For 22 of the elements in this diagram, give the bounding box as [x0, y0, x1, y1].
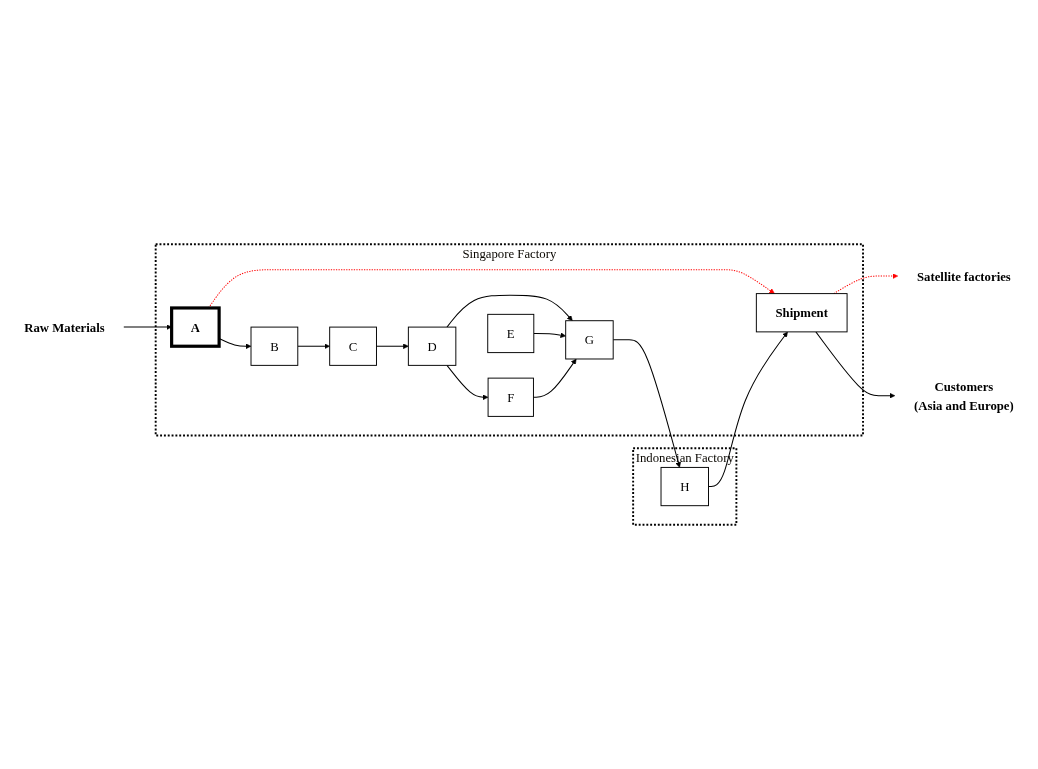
node-box: A	[170, 306, 221, 348]
arrow	[708, 331, 788, 488]
arrow	[446, 364, 489, 401]
arrow	[446, 294, 573, 328]
node-text: Satellite factories	[916, 269, 1011, 284]
arrow	[297, 343, 330, 350]
node-box: C	[329, 326, 377, 366]
node-box: E	[487, 313, 535, 354]
node-box: Shipment	[755, 293, 848, 333]
arrow	[815, 331, 896, 399]
node-box: D	[407, 326, 457, 366]
arrow	[833, 273, 899, 295]
arrow	[375, 343, 409, 350]
node-text: Raw Materials	[24, 320, 105, 335]
node-box: H	[660, 466, 709, 507]
node-box: F	[487, 377, 534, 417]
arrow	[612, 339, 681, 468]
node-box: G	[565, 320, 614, 360]
arrow	[532, 358, 577, 398]
arrow	[533, 332, 566, 338]
node-text: Customers (Asia and Europe)	[914, 379, 1014, 413]
node-box: B	[250, 326, 299, 366]
